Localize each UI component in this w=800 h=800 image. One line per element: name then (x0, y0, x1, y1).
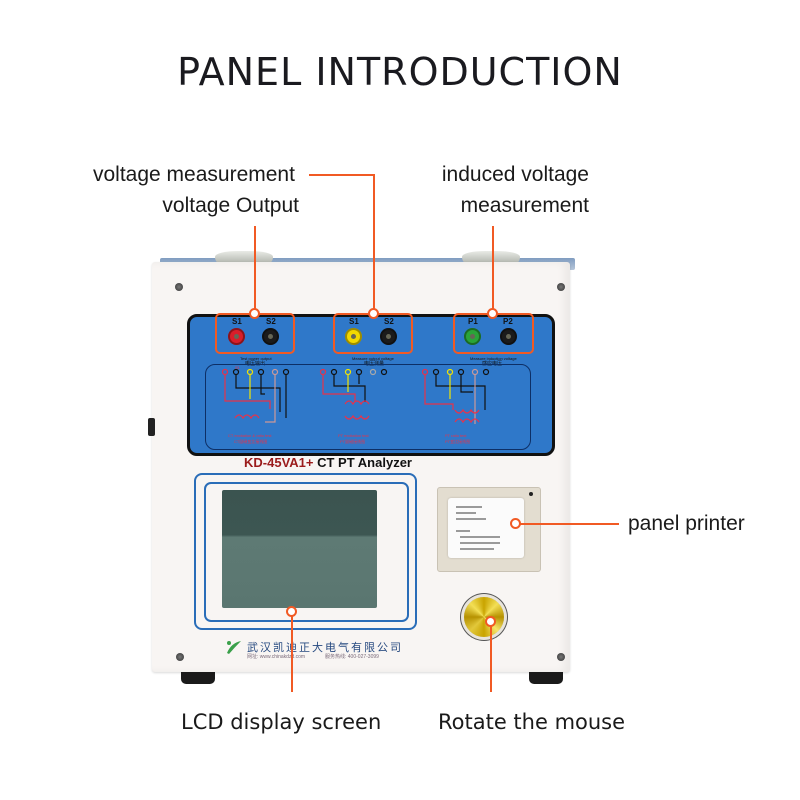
page-title: PANEL INTRODUCTION (177, 50, 623, 94)
wiring-diagram-caption-cn: CT励磁变比接线图 (234, 439, 268, 444)
leader-line (492, 226, 494, 314)
wiring-terminal-label: S1 (235, 365, 240, 370)
leader-line (254, 226, 256, 314)
callout-lcd-display-label: LCD display screen (181, 710, 382, 734)
terminal-label: S2 (266, 317, 276, 326)
screw-icon (175, 283, 183, 291)
terminal-p2-black[interactable] (500, 328, 517, 345)
wiring-diagram-ct (221, 368, 290, 423)
callout-induced-voltage-label: induced voltage (441, 163, 589, 186)
terminal-caption: Measure output voltage (352, 356, 394, 361)
model-label: KD-45VA1+ CT PT Analyzer (244, 455, 412, 470)
leader-line (373, 174, 375, 314)
device-foot (181, 672, 215, 684)
carry-handle-left (215, 251, 273, 265)
terminal-s1-red[interactable] (228, 328, 245, 345)
terminal-s1-yellow[interactable] (345, 328, 362, 345)
manufacturer-hotline: 服务热线: 400-027-3099 (325, 654, 379, 660)
model-code: KD-45VA1+ (244, 455, 314, 470)
leader-line (291, 612, 293, 692)
leader-line (520, 523, 619, 525)
terminal-group-voltage-output (215, 313, 295, 354)
side-switch (148, 418, 155, 436)
terminal-s2-black[interactable] (380, 328, 397, 345)
receipt-line (456, 518, 486, 520)
terminal-label: S1 (349, 317, 359, 326)
wiring-diagram-caption: PT excitation test (338, 433, 369, 438)
leader-line (309, 174, 374, 176)
receipt-line (456, 506, 482, 508)
callout-dot (485, 616, 496, 627)
lcd-bezel-outer (194, 473, 417, 630)
carry-handle-right (462, 251, 520, 265)
wiring-diagram-caption-cn: PT励磁接线图 (340, 439, 366, 444)
rotary-mouse-knob[interactable] (464, 597, 504, 637)
receipt-line (460, 536, 500, 538)
terminal-label: P2 (503, 317, 513, 326)
screw-icon (557, 283, 565, 291)
terminal-p1-green[interactable] (464, 328, 481, 345)
manufacturer-name-cn: 武汉凯迪正大电气有限公司 (247, 641, 403, 654)
model-name: CT PT Analyzer (317, 455, 412, 470)
wiring-diagrams (221, 368, 490, 424)
wiring-diagram-caption-cn: PT变比接线图 (445, 439, 471, 444)
callout-voltage-output-label: voltage Output (162, 194, 299, 217)
receipt-line (460, 548, 494, 550)
terminal-caption: Measure induction voltage (470, 356, 517, 361)
callout-dot (487, 308, 498, 319)
wiring-diagram-box (205, 364, 531, 450)
callout-dot (510, 518, 521, 529)
receipt-line (460, 542, 500, 544)
wiring-diagram-pt-excitation (319, 368, 388, 420)
callout-voltage-measurement-label: voltage measurement (93, 163, 295, 186)
leader-line (490, 622, 492, 692)
terminal-label: S1 (232, 317, 242, 326)
lcd-display-screen[interactable] (222, 490, 377, 608)
receipt-line (456, 512, 476, 514)
terminal-label: P1 (468, 317, 478, 326)
terminal-s2-black[interactable] (262, 328, 279, 345)
callout-dot (286, 606, 297, 617)
receipt-line (456, 530, 470, 532)
terminal-label: S2 (384, 317, 394, 326)
wiring-diagram-pt-ratio (421, 368, 490, 424)
device-foot (529, 672, 563, 684)
terminal-caption: Test power output (240, 356, 272, 361)
leaf-logo-icon (227, 641, 241, 654)
wiring-diagram-caption: CT excitation & ratio test (228, 433, 272, 438)
callout-measurement-label: measurement (460, 194, 589, 217)
lcd-bezel-inner (204, 482, 409, 622)
callout-panel-printer-label: panel printer (628, 512, 745, 535)
manufacturer-website: 网址: www.chinakdzd.com (247, 654, 306, 660)
callout-dot (368, 308, 379, 319)
callout-rotate-mouse-label: Rotate the mouse (438, 710, 626, 734)
printer-paper-receipt (448, 498, 524, 558)
callout-dot (249, 308, 260, 319)
screw-icon (176, 653, 184, 661)
wiring-diagram-caption: PT ratio test (445, 433, 467, 438)
printer-led-icon (529, 492, 533, 496)
screw-icon (557, 653, 565, 661)
